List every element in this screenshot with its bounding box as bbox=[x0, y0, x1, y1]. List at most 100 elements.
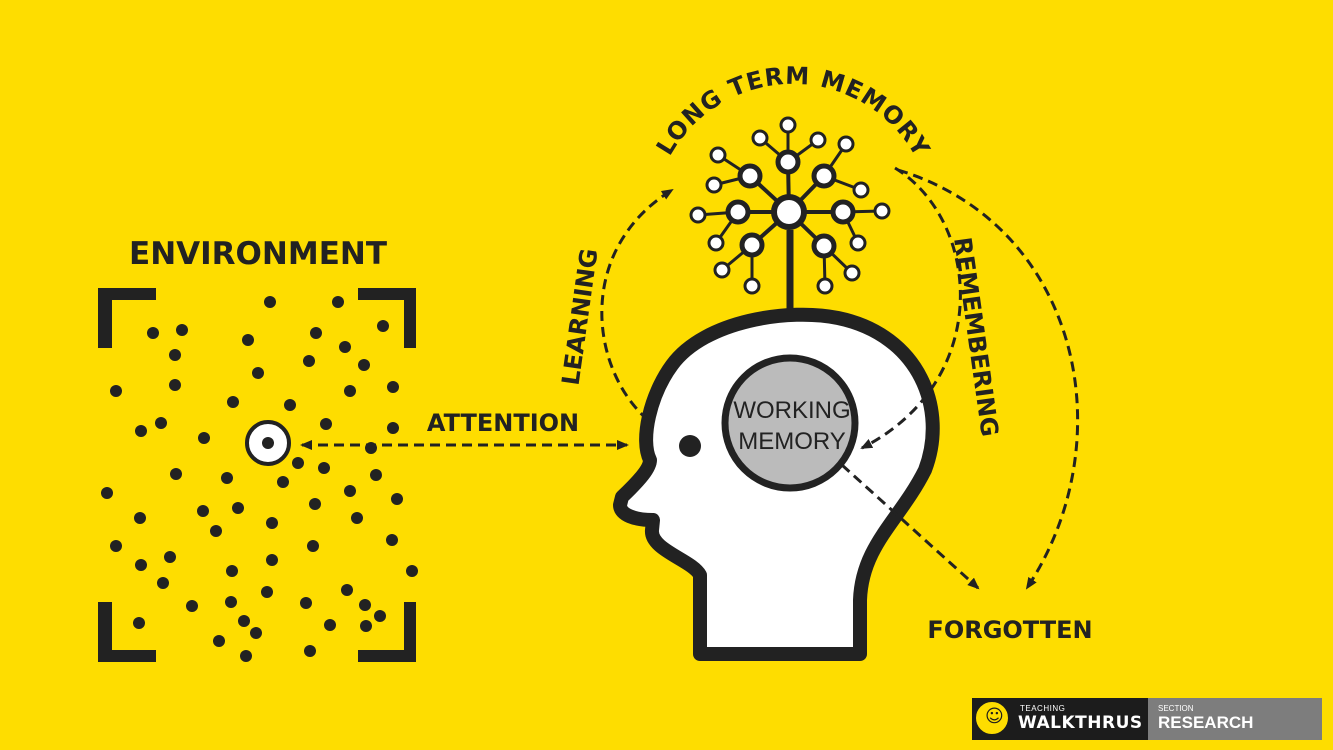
stimulus-dot bbox=[304, 645, 316, 657]
stimulus-dot bbox=[133, 617, 145, 629]
stimulus-dot bbox=[213, 635, 225, 647]
stimulus-dot bbox=[197, 505, 209, 517]
environment-frame bbox=[98, 288, 416, 662]
stimulus-dot bbox=[307, 540, 319, 552]
section-badge: SECTION RESEARCH bbox=[1148, 698, 1322, 740]
wm-forgetting-arrow bbox=[840, 463, 980, 590]
stimulus-dot bbox=[303, 355, 315, 367]
stimulus-dot bbox=[250, 627, 262, 639]
neuron-node bbox=[843, 264, 861, 282]
stimulus-dot bbox=[292, 457, 304, 469]
stimulus-dot bbox=[370, 469, 382, 481]
remembering-label: REMEMBERING bbox=[948, 235, 1004, 438]
brand-main-text: WALKTHRUS bbox=[1018, 713, 1143, 733]
remembering-arrow bbox=[860, 166, 962, 450]
stimulus-dot bbox=[360, 620, 372, 632]
stimulus-dot bbox=[300, 597, 312, 609]
stimulus-dot bbox=[147, 327, 159, 339]
stimulus-dot bbox=[310, 327, 322, 339]
stimulus-dot bbox=[134, 512, 146, 524]
attended-stimulus-icon bbox=[245, 420, 291, 466]
stimulus-dot bbox=[344, 485, 356, 497]
neuron-node bbox=[816, 277, 834, 295]
working-memory-label-line1: WORKING bbox=[733, 397, 850, 424]
stimulus-dot bbox=[261, 586, 273, 598]
working-memory-circle bbox=[721, 354, 859, 492]
neuron-node bbox=[830, 199, 856, 225]
stimulus-dot bbox=[277, 476, 289, 488]
stimulus-dot bbox=[359, 599, 371, 611]
stimulus-dot bbox=[242, 334, 254, 346]
stimulus-dot bbox=[221, 472, 233, 484]
attention-label: ATTENTION bbox=[427, 409, 579, 437]
stimulus-dot bbox=[377, 320, 389, 332]
stimulus-dot bbox=[226, 565, 238, 577]
environment-label: ENVIRONMENT bbox=[129, 236, 387, 272]
stimulus-dot bbox=[358, 359, 370, 371]
neuron-node bbox=[707, 234, 725, 252]
stimulus-dot bbox=[344, 385, 356, 397]
neuron-node bbox=[725, 199, 751, 225]
neuron-node bbox=[809, 131, 827, 149]
stimulus-dot bbox=[318, 462, 330, 474]
stimulus-dot bbox=[101, 487, 113, 499]
stimulus-dot bbox=[110, 385, 122, 397]
brand-badge: ☺ TEACHING WALKTHRUS bbox=[972, 698, 1148, 740]
neuron-node bbox=[811, 163, 837, 189]
stimulus-dot bbox=[210, 525, 222, 537]
working-memory-label-line2: MEMORY bbox=[738, 428, 846, 455]
stimulus-dot bbox=[164, 551, 176, 563]
stimulus-dot bbox=[339, 341, 351, 353]
stimulus-dot bbox=[225, 596, 237, 608]
footer-branding: ☺ TEACHING WALKTHRUS SECTION RESEARCH bbox=[972, 698, 1322, 740]
brand-small-text: TEACHING bbox=[1020, 704, 1066, 713]
stimulus-dot bbox=[309, 498, 321, 510]
neuron-node bbox=[837, 135, 855, 153]
stimulus-dot bbox=[232, 502, 244, 514]
ltm-forgetting-arrow bbox=[897, 168, 1080, 590]
environment-stimuli-dots bbox=[101, 296, 418, 662]
stimulus-dot bbox=[227, 396, 239, 408]
neuron-node bbox=[689, 206, 707, 224]
stimulus-dot bbox=[110, 540, 122, 552]
neuron-node bbox=[709, 146, 727, 164]
stimulus-dot bbox=[135, 425, 147, 437]
stimulus-dot bbox=[374, 610, 386, 622]
stimulus-dot bbox=[186, 600, 198, 612]
stimulus-dot bbox=[176, 324, 188, 336]
stimulus-dot bbox=[264, 296, 276, 308]
learning-label: LEARNING bbox=[557, 247, 604, 387]
forgotten-label: FORGOTTEN bbox=[927, 616, 1092, 644]
neuron-node bbox=[705, 176, 723, 194]
stimulus-dot bbox=[406, 565, 418, 577]
section-small-text: SECTION bbox=[1158, 704, 1194, 713]
neuron-node bbox=[739, 232, 765, 258]
neuron-node bbox=[779, 116, 797, 134]
stimulus-dot bbox=[157, 577, 169, 589]
stimulus-dot bbox=[332, 296, 344, 308]
neuron-node bbox=[873, 202, 891, 220]
stimulus-dot bbox=[169, 379, 181, 391]
stimulus-dot bbox=[238, 615, 250, 627]
stimulus-dot bbox=[320, 418, 332, 430]
neuron-node bbox=[852, 181, 870, 199]
learning-arrow bbox=[600, 188, 674, 422]
stimulus-dot bbox=[324, 619, 336, 631]
neuron-node bbox=[811, 233, 837, 259]
neuron-node bbox=[849, 234, 867, 252]
long-term-memory-label: LONG TERM MEMORY bbox=[651, 62, 936, 162]
section-main-text: RESEARCH bbox=[1158, 713, 1254, 732]
neuron-node bbox=[737, 163, 763, 189]
stimulus-dot bbox=[198, 432, 210, 444]
stimulus-dot bbox=[266, 554, 278, 566]
stimulus-dot bbox=[387, 381, 399, 393]
stimulus-dot bbox=[391, 493, 403, 505]
stimulus-dot bbox=[135, 559, 147, 571]
stimulus-dot bbox=[266, 517, 278, 529]
neuron-node bbox=[713, 261, 731, 279]
stimulus-dot bbox=[169, 349, 181, 361]
stimulus-dot bbox=[252, 367, 264, 379]
stimulus-dot bbox=[387, 422, 399, 434]
stimulus-dot bbox=[351, 512, 363, 524]
